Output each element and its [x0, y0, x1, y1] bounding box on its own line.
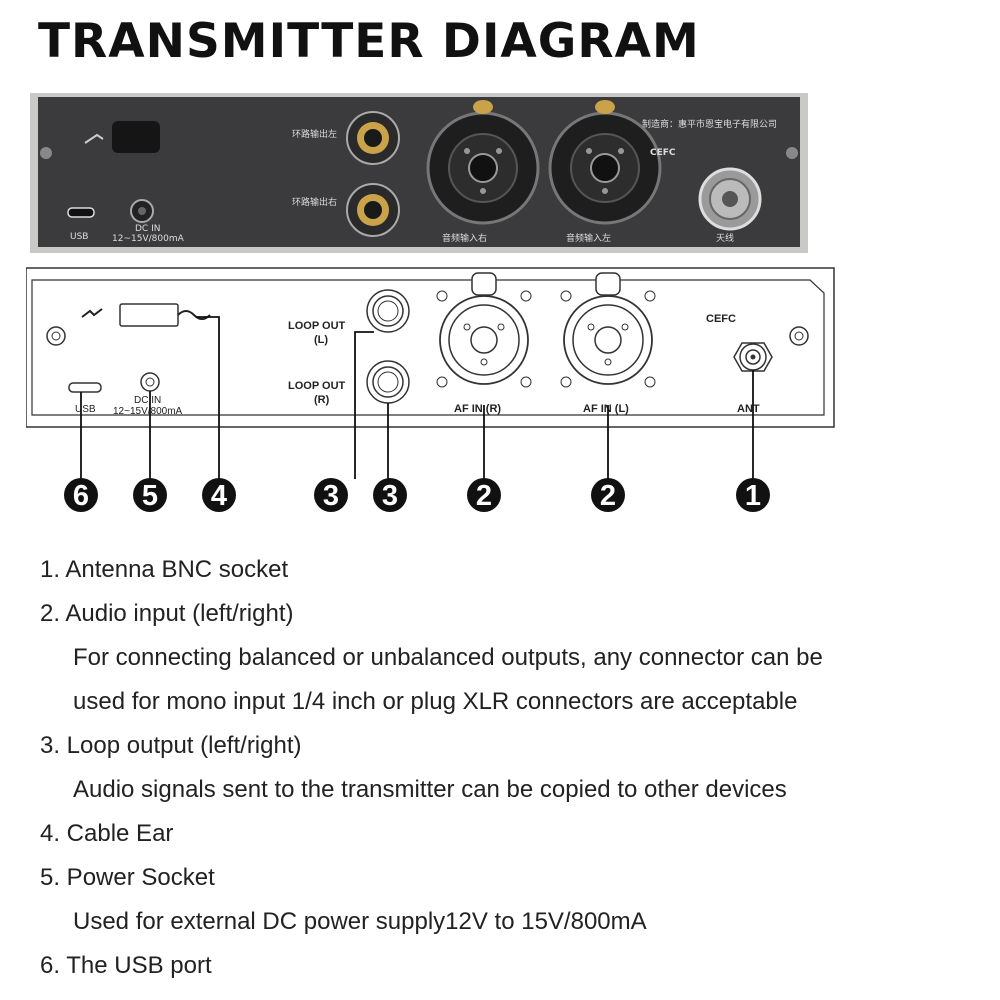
ant-label: ANT	[737, 403, 760, 415]
page-title: TRANSMITTER DIAGRAM	[38, 14, 700, 69]
feature-desc-line: used for mono input 1/4 inch or plug XLR…	[40, 680, 823, 724]
cable-ear-icon	[84, 133, 104, 144]
cable-ear	[112, 121, 160, 153]
feature-name: 4. Cable Ear	[40, 820, 174, 847]
callout-badge-5: 5	[133, 478, 167, 512]
feature-item: 3. Loop output (left/right)	[40, 724, 823, 768]
right-screw	[789, 326, 809, 346]
left-screw	[46, 326, 66, 346]
callout-number: 3	[323, 480, 339, 512]
rear-panel-photo: USB DC IN 12~15V/800mA 环路输出左 环路输出右	[30, 93, 808, 253]
antenna-bnc-socket	[698, 167, 762, 231]
feature-name: 6. The USB port	[40, 952, 212, 979]
cable-ear-slot	[119, 303, 179, 327]
feature-item: 4. Cable Ear	[40, 812, 823, 856]
photo-maker-text: 制造商：惠平市恩宝电子有限公司	[642, 118, 777, 130]
af-in-right-xlr	[426, 100, 540, 225]
feature-description: For connecting balanced or unbalanced ou…	[73, 644, 823, 671]
callout-number: 5	[142, 480, 158, 512]
photo-ant-label: 天线	[716, 232, 734, 244]
callout-badge-1: 1	[736, 478, 770, 512]
callout-badge-3-right: 3	[373, 478, 407, 512]
callout-number: 6	[73, 480, 89, 512]
drawing-dc-spec: 12~15V/800mA	[113, 406, 183, 417]
feature-name: 5. Power Socket	[40, 864, 215, 891]
callout-badge-6: 6	[64, 478, 98, 512]
photo-loop-right-label: 环路输出右	[292, 196, 337, 208]
af-in-left-drawing	[560, 272, 656, 388]
photo-af-right-label: 音频输入右	[442, 232, 487, 244]
callout-number: 3	[382, 480, 398, 512]
photo-cert-mark: CEFC	[650, 148, 676, 158]
drawing-usb-label: USB	[75, 404, 96, 415]
cert-mark: CEFC	[706, 313, 736, 325]
callout-number: 1	[745, 480, 761, 512]
feature-item: 5. Power Socket	[40, 856, 823, 900]
usb-port-drawing	[68, 382, 102, 393]
callout-leaders	[80, 316, 754, 479]
feature-desc-line: Used for external DC power supply12V to …	[40, 900, 823, 944]
callout-number: 2	[600, 480, 616, 512]
loop-out-left-side: (L)	[314, 334, 328, 346]
af-in-left-label: AF IN (L)	[583, 403, 629, 415]
feature-desc-line: Audio signals sent to the transmitter ca…	[40, 768, 823, 812]
loop-out-right-drawing	[366, 360, 410, 404]
loop-out-right-jack	[346, 183, 400, 237]
feature-description: Audio signals sent to the transmitter ca…	[73, 776, 787, 803]
feature-item: 6. The USB port	[40, 944, 823, 988]
photo-dc-label: DC IN	[135, 224, 160, 234]
feature-list: 1. Antenna BNC socket 2. Audio input (le…	[40, 548, 823, 988]
feature-description: Used for external DC power supply12V to …	[73, 908, 647, 935]
callout-number: 2	[476, 480, 492, 512]
feature-description: used for mono input 1/4 inch or plug XLR…	[73, 688, 798, 715]
photo-loop-left-label: 环路输出左	[292, 128, 337, 140]
callout-badge-4: 4	[202, 478, 236, 512]
callout-badge-2-left: 2	[591, 478, 625, 512]
antenna-bnc-drawing	[733, 342, 773, 372]
loop-out-left-jack	[346, 111, 400, 165]
feature-item: 2. Audio input (left/right)	[40, 592, 823, 636]
photo-usb-label: USB	[70, 232, 88, 242]
loop-out-right-label: LOOP OUT	[288, 380, 346, 392]
feature-item: 1. Antenna BNC socket	[40, 548, 823, 592]
af-in-right-label: AF IN (R)	[454, 403, 501, 415]
usb-port	[67, 207, 95, 218]
loop-out-right-side: (R)	[314, 394, 330, 406]
callout-badge-2-right: 2	[467, 478, 501, 512]
callout-number: 4	[211, 480, 227, 512]
feature-name: 1. Antenna BNC socket	[40, 556, 289, 583]
photo-af-left-label: 音频输入左	[566, 232, 611, 244]
af-in-left-xlr	[548, 100, 662, 225]
af-in-right-drawing	[436, 272, 532, 388]
cable-ear-drawing-icon	[81, 308, 103, 318]
rear-panel-drawing: USB DC IN 12~15V/800mA LOOP OUT (L) LOOP…	[26, 265, 836, 525]
panel-face	[38, 97, 800, 247]
loop-out-left-label: LOOP OUT	[288, 320, 346, 332]
feature-name: 2. Audio input (left/right)	[40, 600, 294, 627]
feature-desc-line: For connecting balanced or unbalanced ou…	[40, 636, 823, 680]
loop-out-left-drawing	[366, 289, 410, 333]
drawing-dc-label: DC IN	[134, 395, 161, 406]
photo-dc-spec: 12~15V/800mA	[112, 234, 185, 244]
feature-name: 3. Loop output (left/right)	[40, 732, 302, 759]
callout-badge-3-left: 3	[314, 478, 348, 512]
